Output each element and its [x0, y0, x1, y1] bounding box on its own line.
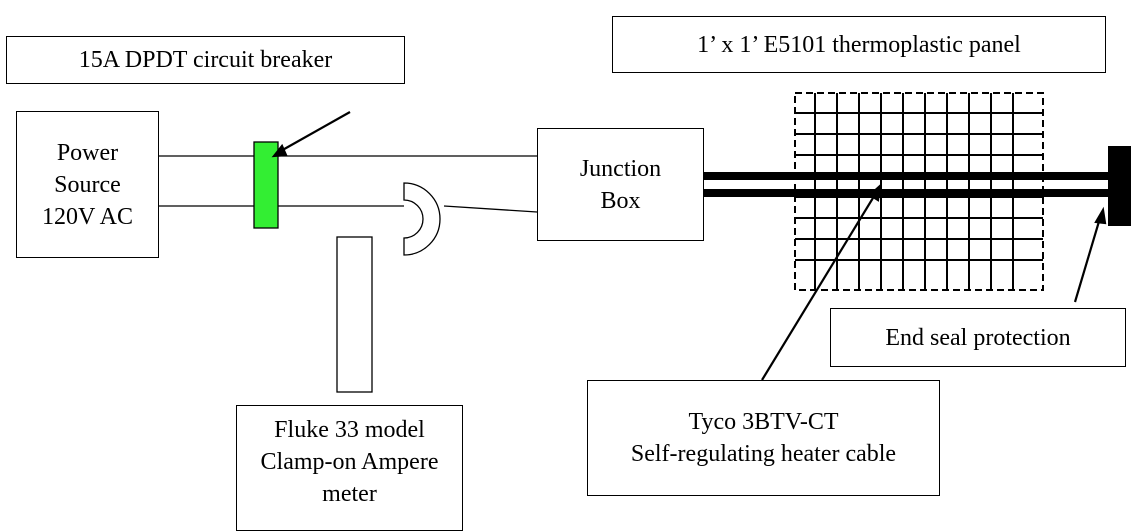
end-seal-callout: End seal protection	[830, 308, 1126, 367]
ampere-meter-body	[336, 236, 373, 393]
clamp-jaw-icon	[403, 182, 441, 256]
wire-bottom-right	[443, 205, 538, 213]
junction-box-line-2: Box	[600, 187, 641, 214]
breaker-callout-text: 15A DPDT circuit breaker	[78, 47, 333, 73]
panel-callout: 1’ x 1’ E5101 thermoplastic panel	[612, 16, 1106, 73]
heater-callout-line-1: Tyco 3BTV-CT	[688, 409, 839, 435]
end-seal-callout-text: End seal protection	[885, 324, 1071, 351]
heater-callout-line-2: Self-regulating heater cable	[630, 441, 897, 467]
power-source-box: Power Source 120V AC	[16, 111, 159, 258]
power-source-line-1: Power	[56, 139, 119, 166]
panel-callout-text: 1’ x 1’ E5101 thermoplastic panel	[697, 31, 1021, 58]
end-seal	[1108, 146, 1131, 226]
breaker-callout: 15A DPDT circuit breaker	[6, 36, 405, 84]
meter-callout-line-3: meter	[322, 481, 377, 507]
power-source-line-2: Source	[54, 171, 121, 198]
heater-callout: Tyco 3BTV-CT Self-regulating heater cabl…	[587, 380, 940, 496]
leader-arrows	[271, 111, 1107, 381]
meter-callout: Fluke 33 model Clamp-on Ampere meter	[236, 405, 463, 531]
junction-box: Junction Box	[537, 128, 704, 241]
junction-box-line-1: Junction	[579, 155, 662, 182]
meter-callout-line-1: Fluke 33 model	[274, 417, 425, 443]
meter-callout-line-2: Clamp-on Ampere	[260, 449, 439, 475]
power-source-line-3: 120V AC	[42, 203, 133, 230]
